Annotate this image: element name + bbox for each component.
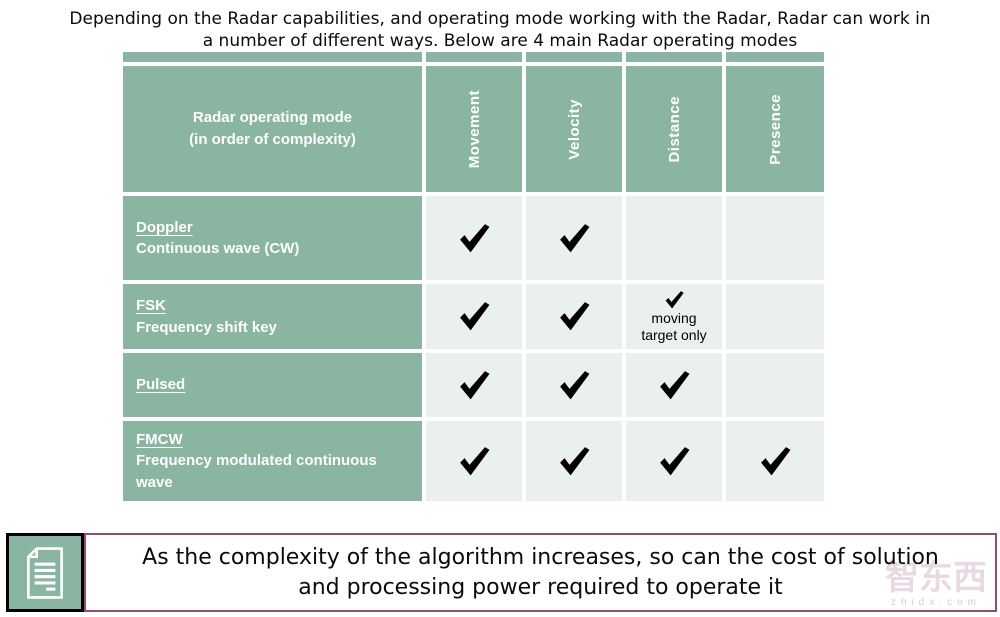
cell-pulsed-movement [426, 353, 522, 417]
checkmark-icon [659, 446, 689, 475]
footer-message-box: As the complexity of the algorithm incre… [84, 533, 997, 612]
footer-message: As the complexity of the algorithm incre… [142, 545, 939, 600]
check-with-note: moving target only [634, 289, 714, 345]
checkmark-icon [659, 370, 689, 399]
cell-pulsed-velocity [526, 353, 622, 417]
column-header-velocity: Velocity [526, 66, 622, 192]
mode-name: FMCW [136, 431, 183, 449]
document-icon-box [6, 533, 84, 612]
cell-fsk-distance: moving target only [626, 284, 722, 349]
column-header-presence: Presence [726, 66, 824, 192]
table-top-strip [526, 52, 622, 62]
table-corner-header: Radar operating mode (in order of comple… [123, 66, 422, 192]
cell-fmcw-presence [726, 421, 824, 501]
radar-operating-modes-table: Radar operating mode (in order of comple… [123, 52, 824, 501]
check-note-text: moving target only [641, 309, 707, 344]
row-label-fmcw: FMCW Frequency modulated continuous wave [123, 421, 422, 501]
row-label-doppler: Doppler Continuous wave (CW) [123, 196, 422, 280]
checkmark-icon [559, 370, 589, 399]
table-top-strip [123, 52, 422, 62]
cell-fsk-velocity [526, 284, 622, 349]
row-label-pulsed: Pulsed [123, 353, 422, 417]
cell-pulsed-distance [626, 353, 722, 417]
slide-title: Depending on the Radar capabilities, and… [69, 9, 931, 51]
checkmark-icon [459, 370, 489, 399]
checkmark-icon [559, 446, 589, 475]
column-header-label: Presence [766, 93, 784, 165]
table-top-strip [626, 52, 722, 62]
cell-doppler-presence [726, 196, 824, 280]
mode-description: Continuous wave (CW) [136, 240, 300, 257]
row-label-fsk: FSK Frequency shift key [123, 284, 422, 349]
document-icon [27, 546, 63, 599]
footer-banner: As the complexity of the algorithm incre… [6, 533, 997, 612]
column-header-label: Distance [665, 95, 683, 163]
cell-doppler-velocity [526, 196, 622, 280]
cell-doppler-distance [626, 196, 722, 280]
table-top-strip [426, 52, 522, 62]
mode-description: Frequency shift key [136, 318, 277, 336]
checkmark-icon [665, 290, 684, 308]
cell-fsk-presence [726, 284, 824, 349]
checkmark-icon [459, 446, 489, 475]
mode-name: Doppler [136, 218, 193, 236]
checkmark-icon [760, 446, 790, 475]
cell-fsk-movement [426, 284, 522, 349]
cell-fmcw-velocity [526, 421, 622, 501]
table-top-strip [726, 52, 824, 62]
checkmark-icon [459, 223, 489, 252]
checkmark-icon [459, 302, 489, 331]
mode-name: FSK [136, 297, 166, 315]
cell-pulsed-presence [726, 353, 824, 417]
mode-name: Pulsed [136, 376, 186, 394]
checkmark-icon [559, 223, 589, 252]
column-header-distance: Distance [626, 66, 722, 192]
checkmark-icon [559, 302, 589, 331]
cell-doppler-movement [426, 196, 522, 280]
cell-fmcw-movement [426, 421, 522, 501]
mode-description: Frequency modulated continuous wave [136, 452, 377, 491]
column-header-movement: Movement [426, 66, 522, 192]
column-header-label: Velocity [565, 98, 583, 160]
column-header-label: Movement [465, 89, 483, 169]
cell-fmcw-distance [626, 421, 722, 501]
